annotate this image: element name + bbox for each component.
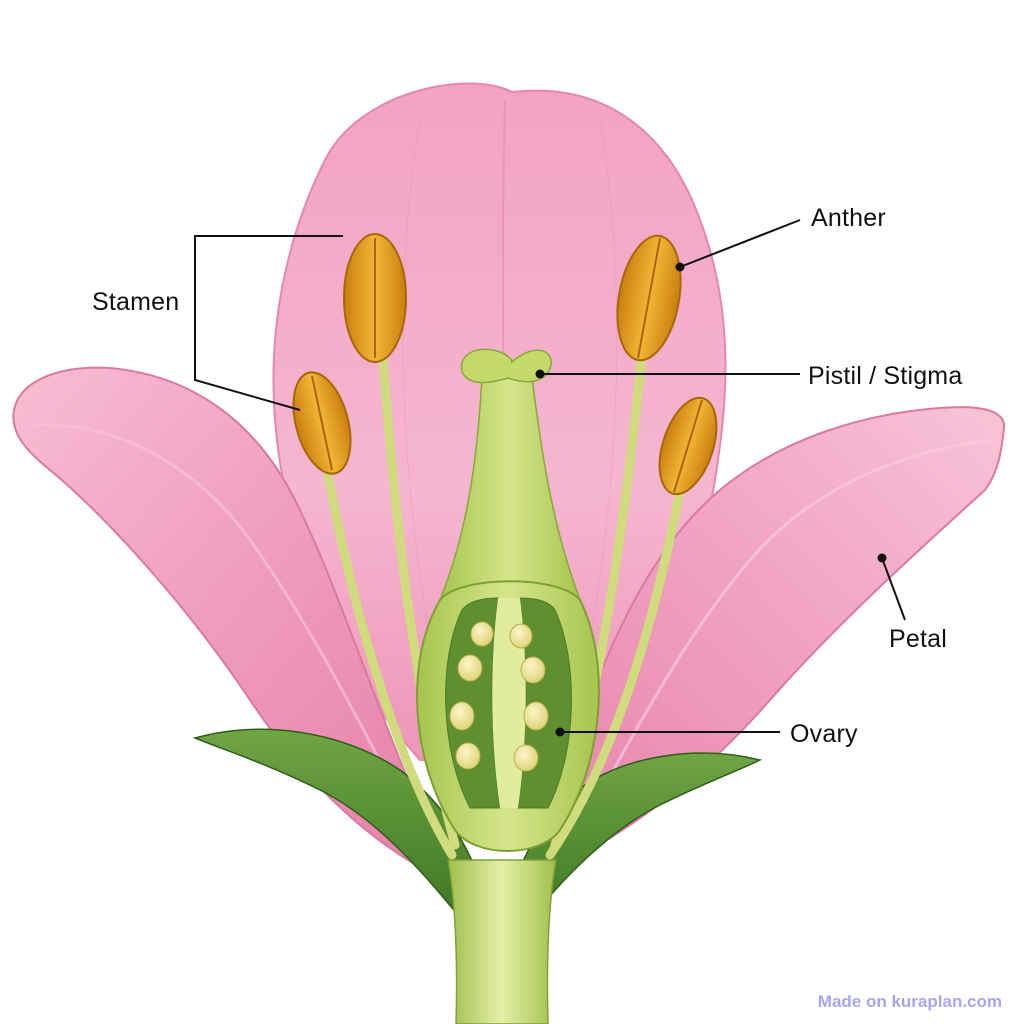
anther-leader (679, 219, 801, 268)
petal-label: Petal (889, 625, 947, 653)
stem (447, 859, 557, 1024)
petal-leader (881, 557, 906, 621)
watermark: Made on kuraplan.com (817, 992, 1002, 1011)
stamen-bracket (194, 235, 343, 411)
leader-lines (194, 219, 906, 733)
filament-left-1 (320, 453, 457, 860)
filament-right-2 (545, 485, 685, 860)
stigma (460, 348, 552, 384)
anther-left-upper (343, 233, 407, 363)
pistil-stigma-label: Pistil / Stigma (808, 362, 963, 390)
anther-left-lower (292, 371, 352, 475)
leader-dots (535, 262, 887, 737)
anther-right-upper (616, 234, 682, 362)
anther-label: Anther (811, 204, 886, 232)
ovules (449, 621, 549, 772)
anther-right-lower (658, 396, 718, 496)
stamen-label: Stamen (92, 288, 180, 316)
ovary-label: Ovary (790, 720, 858, 748)
